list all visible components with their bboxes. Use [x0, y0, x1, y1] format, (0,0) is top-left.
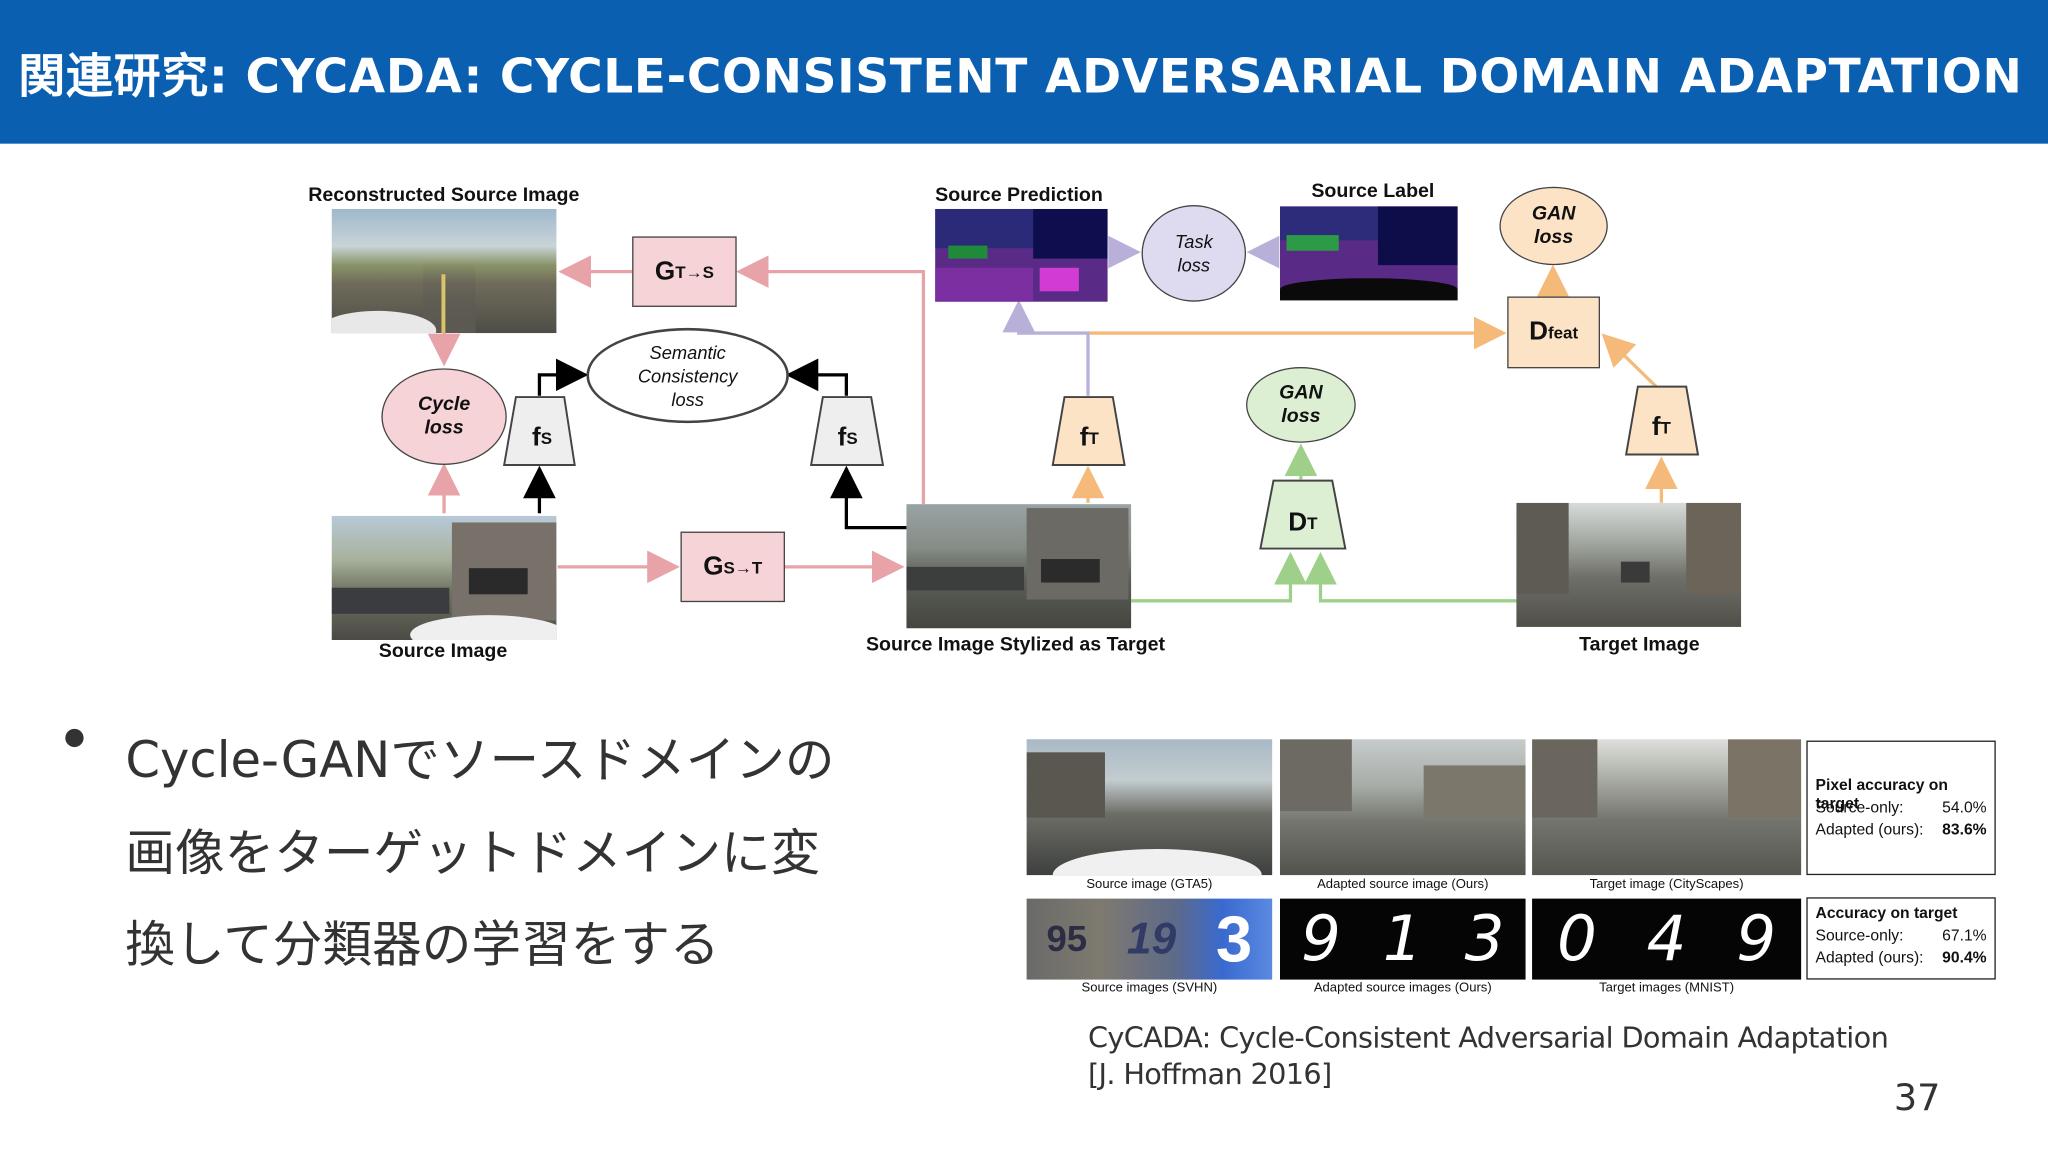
mnist-digit-3: 9	[1736, 902, 1777, 976]
adapted-digit-3: 3	[1464, 902, 1505, 976]
caption-cityscapes: Target image (CityScapes)	[1589, 877, 1744, 893]
result-gta5-image	[1026, 739, 1273, 876]
result-adapted-gta5-image	[1279, 739, 1526, 876]
svhn-digit-1: 95	[1046, 918, 1088, 959]
caption-source-label: Source Label	[1311, 180, 1435, 203]
ft-encoder-right-shape	[1624, 385, 1700, 456]
bullet-line-3: 換して分類器の学習をする	[125, 915, 720, 974]
caption-source-image: Source Image	[378, 639, 508, 663]
caption-adapted-gta5: Adapted source image (Ours)	[1317, 877, 1489, 893]
caption-source-prediction: Source Prediction	[935, 184, 1103, 207]
adapted-digit-1: 9	[1300, 902, 1341, 976]
caption-stylized: Source Image Stylized as Target	[865, 633, 1166, 656]
arrow-target-to-dt	[1304, 551, 1517, 603]
caption-gta5: Source image (GTA5)	[1086, 877, 1213, 893]
svhn-digit-2: 19	[1126, 913, 1177, 964]
arrow-stylized-to-gts	[735, 255, 926, 505]
target-image	[1516, 502, 1742, 627]
source-label-map	[1279, 206, 1458, 301]
table1-row-source: Source-only:54.0%	[1815, 798, 1987, 817]
caption-adapted-svhn: Adapted source images (Ours)	[1313, 980, 1492, 996]
adapted-digit-2: 1	[1382, 902, 1423, 976]
caption-target-image: Target Image	[1579, 633, 1700, 656]
dt-discriminator-shape	[1259, 479, 1347, 550]
arrow-ft-to-prediction	[1002, 299, 1090, 396]
fs-encoder-left-shape	[502, 396, 576, 466]
result-cityscapes-image	[1532, 739, 1802, 876]
result-svhn-digits: 95 19 3	[1026, 898, 1273, 980]
table1-title: Pixel accuracy on target	[1815, 775, 1948, 813]
reference-author: [J. Hoffman 2016]	[1087, 1059, 1332, 1092]
reconstructed-source-image	[331, 208, 557, 334]
table2-title: Accuracy on target	[1815, 903, 1958, 923]
svhn-digit-3: 3	[1215, 902, 1253, 976]
pixel-accuracy-table: Pixel accuracy on target Source-only:54.…	[1806, 740, 1996, 876]
mnist-digit-2: 4	[1646, 902, 1687, 976]
stylized-source-image	[906, 504, 1132, 629]
result-adapted-svhn-digits: 9 1 3	[1279, 898, 1526, 980]
table2-row-source: Source-only:67.1%	[1815, 926, 1987, 945]
arrow-fs-to-semantic	[537, 358, 589, 396]
ft-encoder-left-shape	[1051, 396, 1126, 466]
result-mnist-digits: 0 4 9	[1532, 898, 1802, 980]
bullet-line-1: Cycle-GANでソースドメインの	[125, 731, 835, 789]
title-bar: 関連研究: CYCADA: CYCLE-CONSISTENT ADVERSARI…	[0, 0, 2048, 144]
page-number: 37	[1893, 1076, 1941, 1120]
table2-row-adapted: Adapted (ours):90.4%	[1815, 948, 1987, 967]
diagram-arrows	[427, 235, 1700, 603]
caption-reconstructed: Reconstructed Source Image	[308, 184, 580, 207]
mnist-digit-1: 0	[1556, 902, 1597, 976]
caption-svhn: Source images (SVHN)	[1081, 980, 1218, 996]
source-image	[331, 515, 557, 640]
bullet-line-2: 画像をターゲットドメインに変	[125, 824, 821, 882]
fs-encoder-right-shape	[809, 396, 885, 466]
arrow-stylized-to-dt	[1131, 551, 1307, 603]
reference-title: CyCADA: Cycle-Consistent Adversarial Dom…	[1087, 1022, 1889, 1056]
accuracy-table: Accuracy on target Source-only:67.1% Ada…	[1806, 897, 1996, 980]
bullet-dot	[65, 728, 84, 748]
arrow-stylized-to-fs2	[830, 465, 907, 530]
caption-mnist: Target images (MNIST)	[1599, 980, 1735, 996]
table1-row-adapted: Adapted (ours):83.6%	[1815, 820, 1987, 839]
arrow-fs2-to-semantic	[785, 358, 848, 396]
source-prediction-map	[935, 208, 1108, 302]
slide-title: 関連研究: CYCADA: CYCLE-CONSISTENT ADVERSARI…	[18, 50, 2023, 105]
arrow-ft2-to-dfeat	[1601, 333, 1658, 388]
